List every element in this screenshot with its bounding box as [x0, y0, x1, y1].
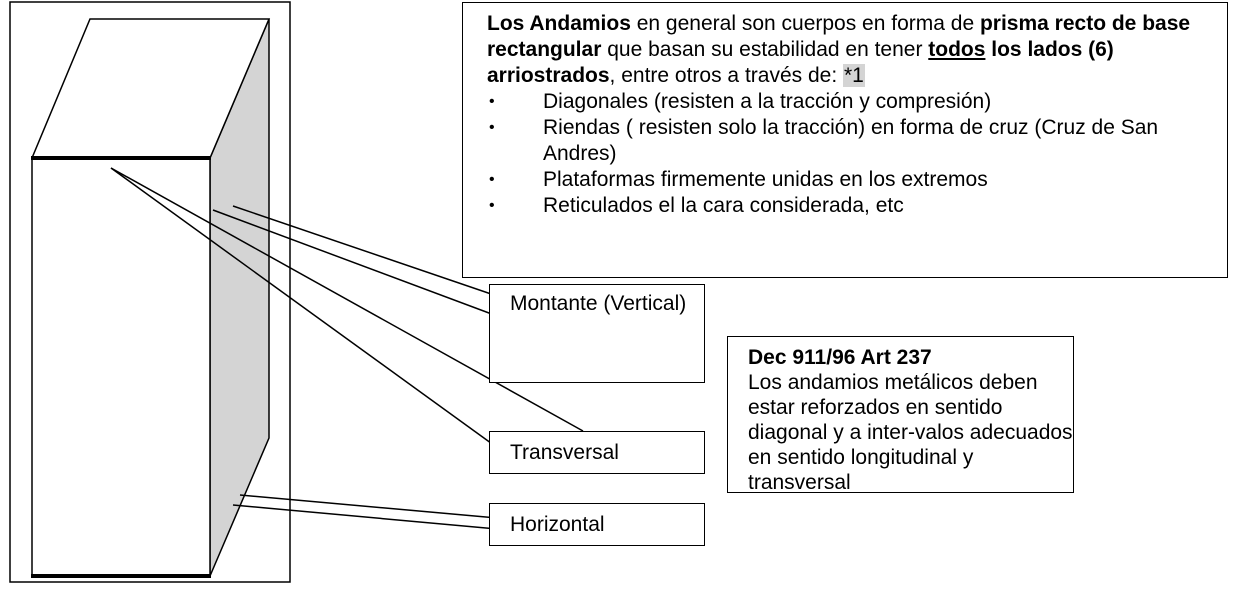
- note-marker: *1: [843, 64, 865, 87]
- label-montante-text: Montante (Vertical): [510, 292, 687, 315]
- leader-horizontal-line-2: [232, 504, 498, 530]
- list-item: • Reticulados el la cara considerada, etc: [487, 193, 1215, 219]
- intro-sides: los lados (6) arriostrados: [487, 38, 1114, 87]
- list-item-text: Riendas ( resisten solo la tracción) en …: [543, 116, 1159, 165]
- list-item: • Riendas ( resisten solo la tracción) en…: [487, 115, 1215, 167]
- list-item-text: Plataformas firmemente unidas en los ext…: [543, 168, 988, 191]
- decree-box: Dec 911/96 Art 237 Los andamios metálico…: [727, 336, 1074, 494]
- intro-text-2: que basan su estabilidad en tener: [601, 38, 929, 61]
- intro-text-3: , entre otros a través de:: [609, 64, 843, 87]
- intro-emphasis: todos: [928, 38, 986, 61]
- intro-term: Los Andamios: [487, 12, 631, 35]
- label-horizontal: Horizontal: [489, 503, 705, 546]
- decree-body: Los andamios metálicos deben estar refor…: [748, 371, 1073, 494]
- bullet-icon: •: [489, 197, 495, 214]
- list-item-text: Reticulados el la cara considerada, etc: [543, 194, 904, 217]
- label-horizontal-text: Horizontal: [510, 513, 605, 536]
- label-montante: Montante (Vertical): [489, 284, 705, 383]
- bracing-list: • Diagonales (resisten a la tracción y co…: [487, 89, 1215, 219]
- leader-transversal-line-2: [110, 167, 584, 432]
- leader-montante-line: [232, 205, 498, 297]
- intro-shape: prisma recto de base rectangular: [487, 12, 1191, 61]
- list-item: • Plataformas firmemente unidas en los ex…: [487, 167, 1215, 193]
- leader-montante-line-2: [212, 209, 498, 317]
- leader-horizontal-line: [239, 494, 498, 519]
- list-item-text: Diagonales (resisten a la tracción y com…: [543, 90, 992, 113]
- bullet-icon: •: [489, 171, 495, 188]
- label-transversal: Transversal: [489, 431, 705, 474]
- list-item: • Diagonales (resisten a la tracción y co…: [487, 89, 1215, 115]
- leader-transversal-line: [110, 167, 496, 447]
- label-transversal-text: Transversal: [510, 441, 619, 464]
- bullet-icon: •: [489, 93, 495, 110]
- definition-box: Los Andamios en general son cuerpos en f…: [462, 2, 1228, 278]
- definition-intro: Los Andamios en general son cuerpos en f…: [487, 11, 1215, 89]
- decree-title: Dec 911/96 Art 237: [748, 346, 932, 369]
- bullet-icon: •: [489, 119, 495, 136]
- intro-text-1: en general son cuerpos en forma de: [630, 12, 980, 35]
